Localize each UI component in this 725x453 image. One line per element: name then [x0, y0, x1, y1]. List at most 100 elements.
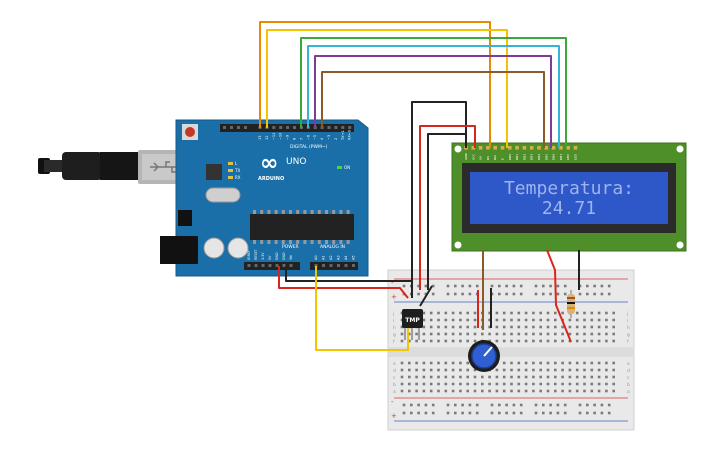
breadboard-hole[interactable]	[502, 325, 506, 329]
digital-pin[interactable]	[334, 126, 338, 129]
breadboard-hole[interactable]	[597, 339, 601, 343]
breadboard-hole[interactable]	[495, 325, 499, 329]
lcd-pin[interactable]	[471, 146, 476, 150]
breadboard-hole[interactable]	[466, 332, 469, 336]
breadboard-hole[interactable]	[561, 325, 564, 329]
rail-hole[interactable]	[446, 292, 450, 296]
rail-hole[interactable]	[593, 403, 596, 407]
analog-header[interactable]	[310, 262, 358, 270]
breadboard-hole[interactable]	[502, 382, 506, 386]
rail-hole[interactable]	[498, 403, 501, 407]
breadboard-hole[interactable]	[575, 382, 579, 386]
breadboard-hole[interactable]	[583, 325, 586, 329]
breadboard-hole[interactable]	[444, 311, 448, 315]
breadboard-hole[interactable]	[590, 375, 594, 379]
rail-hole[interactable]	[607, 292, 611, 296]
rail-hole[interactable]	[556, 292, 560, 296]
breadboard-hole[interactable]	[568, 318, 572, 322]
breadboard-hole[interactable]	[575, 375, 579, 379]
breadboard-hole[interactable]	[429, 382, 433, 386]
breadboard-hole[interactable]	[539, 382, 542, 386]
breadboard-hole[interactable]	[524, 389, 528, 393]
breadboard-hole[interactable]	[437, 325, 440, 329]
breadboard-hole[interactable]	[429, 368, 433, 372]
breadboard-hole[interactable]	[605, 361, 608, 365]
breadboard-hole[interactable]	[466, 389, 469, 393]
breadboard-hole[interactable]	[415, 375, 418, 379]
breadboard-hole[interactable]	[451, 318, 455, 322]
breadboard-hole[interactable]	[415, 361, 418, 365]
analog-pin[interactable]	[322, 264, 325, 267]
rail-hole[interactable]	[417, 411, 420, 415]
breadboard-hole[interactable]	[524, 361, 528, 365]
rail-hole[interactable]	[461, 403, 464, 407]
breadboard-hole[interactable]	[546, 311, 550, 315]
rail-hole[interactable]	[578, 403, 582, 407]
breadboard-hole[interactable]	[495, 311, 499, 315]
breadboard-hole[interactable]	[546, 332, 550, 336]
breadboard-hole[interactable]	[408, 368, 411, 372]
rail-hole[interactable]	[424, 411, 428, 415]
breadboard-hole[interactable]	[597, 311, 601, 315]
breadboard-hole[interactable]	[451, 325, 455, 329]
rail-hole[interactable]	[431, 292, 435, 296]
breadboard-hole[interactable]	[444, 389, 448, 393]
lcd-pin[interactable]	[551, 146, 556, 150]
breadboard-hole[interactable]	[583, 339, 586, 343]
wire-red-led[interactable]	[546, 249, 572, 343]
breadboard-hole[interactable]	[539, 368, 542, 372]
lcd-pin[interactable]	[493, 146, 497, 150]
potentiometer[interactable]	[468, 340, 500, 372]
rail-hole[interactable]	[593, 284, 596, 288]
breadboard-hole[interactable]	[539, 325, 542, 329]
breadboard-hole[interactable]	[422, 339, 426, 343]
breadboard-hole[interactable]	[408, 339, 411, 343]
breadboard-hole[interactable]	[437, 332, 440, 336]
rail-hole[interactable]	[593, 411, 596, 415]
breadboard-hole[interactable]	[590, 318, 594, 322]
breadboard-hole[interactable]	[597, 368, 601, 372]
rail-hole[interactable]	[490, 411, 494, 415]
breadboard-hole[interactable]	[488, 311, 491, 315]
breadboard-hole[interactable]	[532, 368, 535, 372]
breadboard-hole[interactable]	[502, 318, 506, 322]
rail-hole[interactable]	[454, 284, 457, 288]
breadboard-hole[interactable]	[415, 382, 418, 386]
breadboard-hole[interactable]	[502, 368, 506, 372]
breadboard-hole[interactable]	[517, 389, 521, 393]
rail-hole[interactable]	[519, 284, 523, 288]
breadboard-hole[interactable]	[597, 332, 601, 336]
breadboard-hole[interactable]	[532, 318, 535, 322]
breadboard-hole[interactable]	[510, 325, 513, 329]
breadboard-hole[interactable]	[568, 325, 572, 329]
rail-hole[interactable]	[512, 411, 516, 415]
wire-black-sensor[interactable]	[419, 285, 433, 307]
breadboard-hole[interactable]	[583, 368, 586, 372]
breadboard-hole[interactable]	[473, 318, 477, 322]
power-pin[interactable]	[247, 264, 251, 267]
breadboard-hole[interactable]	[466, 339, 469, 343]
breadboard-hole[interactable]	[554, 368, 557, 372]
breadboard-hole[interactable]	[561, 311, 564, 315]
rail-hole[interactable]	[534, 292, 538, 296]
wire-red-lcd[interactable]	[419, 125, 476, 290]
breadboard-hole[interactable]	[488, 318, 491, 322]
aux-pin[interactable]	[223, 126, 226, 129]
breadboard-hole[interactable]	[590, 389, 594, 393]
breadboard-hole[interactable]	[400, 361, 404, 365]
breadboard-hole[interactable]	[451, 389, 455, 393]
breadboard-hole[interactable]	[539, 361, 542, 365]
breadboard-hole[interactable]	[415, 368, 418, 372]
breadboard-hole[interactable]	[597, 361, 601, 365]
breadboard-hole[interactable]	[510, 375, 513, 379]
wire-red-power[interactable]	[278, 266, 409, 299]
breadboard-hole[interactable]	[495, 382, 499, 386]
breadboard-hole[interactable]	[473, 325, 477, 329]
breadboard-hole[interactable]	[532, 389, 535, 393]
breadboard-hole[interactable]	[597, 389, 601, 393]
breadboard-hole[interactable]	[539, 375, 542, 379]
breadboard-hole[interactable]	[473, 339, 477, 343]
rail-hole[interactable]	[490, 284, 494, 288]
breadboard-hole[interactable]	[575, 332, 579, 336]
breadboard-hole[interactable]	[510, 389, 513, 393]
